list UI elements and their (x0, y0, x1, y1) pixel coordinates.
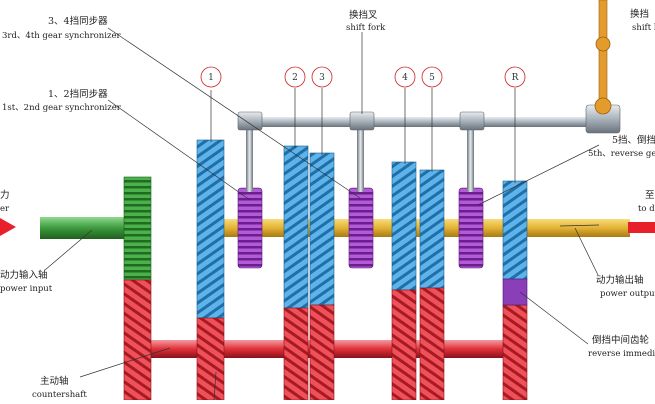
gear-r-blue (502, 180, 528, 280)
label-reverse-idler-zh: 倒挡中间齿轮 (592, 334, 650, 346)
leader-lines (44, 27, 600, 401)
label-sync5r-en: 5th、reverse gear (588, 149, 655, 159)
label-sync12-zh: 1、2挡同步器 (48, 88, 108, 100)
fork-block-3-4 (349, 111, 375, 131)
shift-rail (240, 117, 600, 127)
shift-lever-pivot (594, 97, 612, 115)
svg-text:R: R (512, 73, 519, 83)
label-reverse-idler-en: reverse immediat (588, 349, 655, 359)
label-to-en: to d (638, 204, 655, 214)
gear-5-red (419, 287, 445, 401)
label-input-zh: 动力输入轴 (0, 269, 48, 281)
gear-r-red (502, 304, 528, 401)
shift-lever-knob-top (595, 36, 611, 52)
label-sync5r-zh: 5挡、倒挡 (612, 134, 655, 146)
input-gear (123, 176, 152, 281)
marker-2: 2 (284, 66, 306, 88)
gear-2-red (283, 307, 309, 401)
output-arrow (628, 222, 655, 233)
label-output-zh: 动力输出轴 (596, 274, 644, 286)
gear-3-blue (309, 152, 335, 306)
label-sync12-en: 1st、2nd gear synchronizer (2, 103, 122, 113)
label-fork-en: shift fork (346, 23, 386, 33)
gear-4-red (391, 289, 417, 401)
marker-1: 1 (200, 66, 222, 88)
svg-text:2: 2 (292, 73, 298, 83)
reverse-idler-gear (502, 278, 528, 306)
gear-1-red (196, 317, 225, 401)
label-to-zh: 至 (645, 190, 655, 201)
input-shaft (40, 217, 130, 239)
marker-5: 5 (421, 66, 443, 88)
label-input-arrow-zh: 力 (0, 189, 10, 201)
fork-rod-3-4 (357, 120, 364, 192)
label-output-en: power output s (600, 289, 655, 299)
fork-rod-1-2 (246, 120, 253, 192)
gear-3-red (309, 304, 335, 401)
fork-block-5-r (459, 111, 485, 131)
svg-text:5: 5 (429, 73, 435, 83)
marker-4: 4 (394, 66, 416, 88)
synchronizer-5-r (458, 187, 484, 269)
label-input-en: power input (0, 284, 53, 294)
input-arrow (0, 218, 16, 236)
label-sync34-zh: 3、4挡同步器 (48, 15, 108, 27)
label-sync34-en: 3rd、4th gear synchronizer (2, 31, 121, 41)
shift-lever-arm (598, 0, 608, 109)
gear-2-blue (283, 145, 309, 309)
gear-1-blue (196, 139, 225, 319)
label-fork-zh: 换挡叉 (349, 9, 378, 21)
label-counter-zh: 主动轴 (40, 375, 69, 387)
svg-text:3: 3 (319, 73, 325, 83)
gear-4-blue (391, 161, 417, 291)
fork-rod-5-r (467, 120, 474, 192)
gear-5-blue (419, 169, 445, 289)
marker-r: R (504, 66, 526, 88)
marker-3: 3 (311, 66, 333, 88)
fork-block-1-2 (237, 111, 263, 131)
synchronizer-3-4 (348, 187, 374, 269)
label-shifter-en: shift l (632, 23, 655, 33)
label-counter-en: countershaft (32, 390, 87, 400)
label-shifter-zh: 换挡 (630, 8, 649, 20)
svg-text:4: 4 (402, 73, 408, 83)
label-input-arrow-en: er (0, 204, 10, 214)
svg-text:1: 1 (208, 73, 214, 83)
counter-drive-gear (123, 279, 152, 401)
